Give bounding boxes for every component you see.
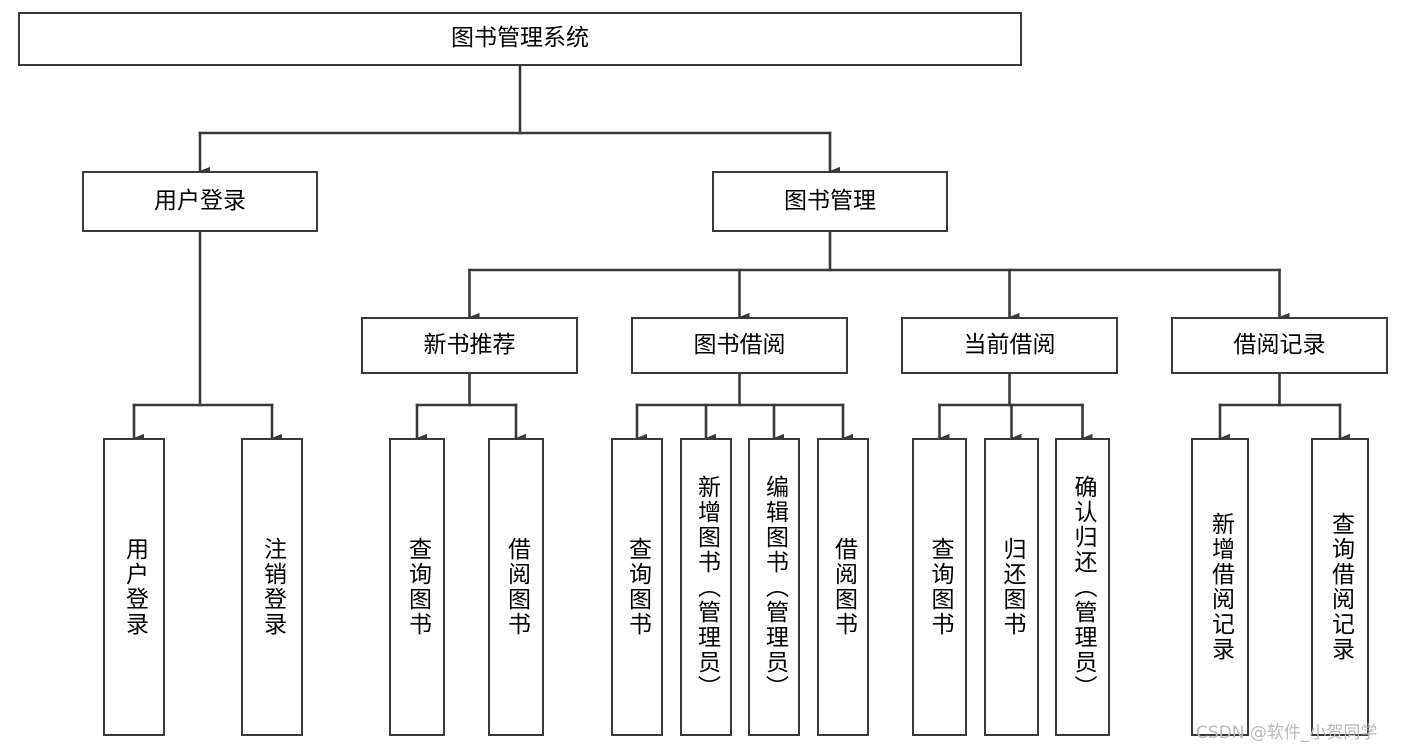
node-leaf-add-book-admin[interactable]: 新增图书（管理员） [680, 438, 732, 736]
node-leaf-query-borrow-record[interactable]: 查询借阅记录 [1311, 438, 1369, 736]
node-label-root: 图书管理系统 [451, 25, 589, 52]
node-leaf-borrow-book[interactable]: 借阅图书 [817, 438, 869, 736]
node-borrow-record[interactable]: 借阅记录 [1171, 317, 1388, 374]
node-label-new-book-recommend: 新书推荐 [423, 331, 516, 358]
node-label-leaf-return-book: 归还图书 [999, 537, 1026, 637]
node-leaf-borrow-book-recommend[interactable]: 借阅图书 [488, 438, 544, 736]
node-label-current-borrow: 当前借阅 [963, 331, 1056, 358]
node-label-leaf-confirm-return-admin: 确认归还（管理员） [1070, 474, 1097, 700]
node-label-leaf-query-book-recommend: 查询图书 [404, 537, 431, 637]
node-label-leaf-user-login: 用户登录 [121, 537, 148, 637]
node-label-borrow-record: 借阅记录 [1233, 331, 1326, 358]
node-book-borrow[interactable]: 图书借阅 [631, 317, 848, 374]
node-label-leaf-query-book-current: 查询图书 [927, 537, 954, 637]
node-leaf-confirm-return-admin[interactable]: 确认归还（管理员） [1055, 438, 1110, 736]
node-leaf-logout-login[interactable]: 注销登录 [241, 438, 303, 736]
tree-connectors [132, 64, 1351, 443]
node-label-leaf-edit-book-admin: 编辑图书（管理员） [761, 474, 788, 700]
node-leaf-edit-book-admin[interactable]: 编辑图书（管理员） [748, 438, 800, 736]
node-user-login[interactable]: 用户登录 [82, 171, 318, 232]
node-root[interactable]: 图书管理系统 [18, 12, 1022, 66]
node-book-manage[interactable]: 图书管理 [712, 171, 948, 232]
node-label-leaf-logout-login: 注销登录 [259, 537, 286, 637]
node-leaf-query-book-recommend[interactable]: 查询图书 [389, 438, 445, 736]
node-label-leaf-add-book-admin: 新增图书（管理员） [693, 474, 720, 700]
node-leaf-query-book-current[interactable]: 查询图书 [912, 438, 967, 736]
node-label-book-borrow: 图书借阅 [693, 331, 786, 358]
node-label-leaf-borrow-book: 借阅图书 [830, 537, 857, 637]
node-label-book-manage: 图书管理 [784, 187, 876, 214]
node-current-borrow[interactable]: 当前借阅 [901, 317, 1118, 374]
node-new-book-recommend[interactable]: 新书推荐 [361, 317, 578, 374]
node-label-leaf-borrow-book-recommend: 借阅图书 [503, 537, 530, 637]
node-label-leaf-add-borrow-record: 新增借阅记录 [1207, 512, 1234, 662]
node-leaf-return-book[interactable]: 归还图书 [984, 438, 1039, 736]
node-leaf-add-borrow-record[interactable]: 新增借阅记录 [1191, 438, 1249, 736]
node-leaf-user-login[interactable]: 用户登录 [103, 438, 165, 736]
node-label-user-login: 用户登录 [154, 187, 246, 214]
node-leaf-query-book-borrow[interactable]: 查询图书 [611, 438, 663, 736]
node-label-leaf-query-book-borrow: 查询图书 [624, 537, 651, 637]
node-label-leaf-query-borrow-record: 查询借阅记录 [1327, 512, 1354, 662]
